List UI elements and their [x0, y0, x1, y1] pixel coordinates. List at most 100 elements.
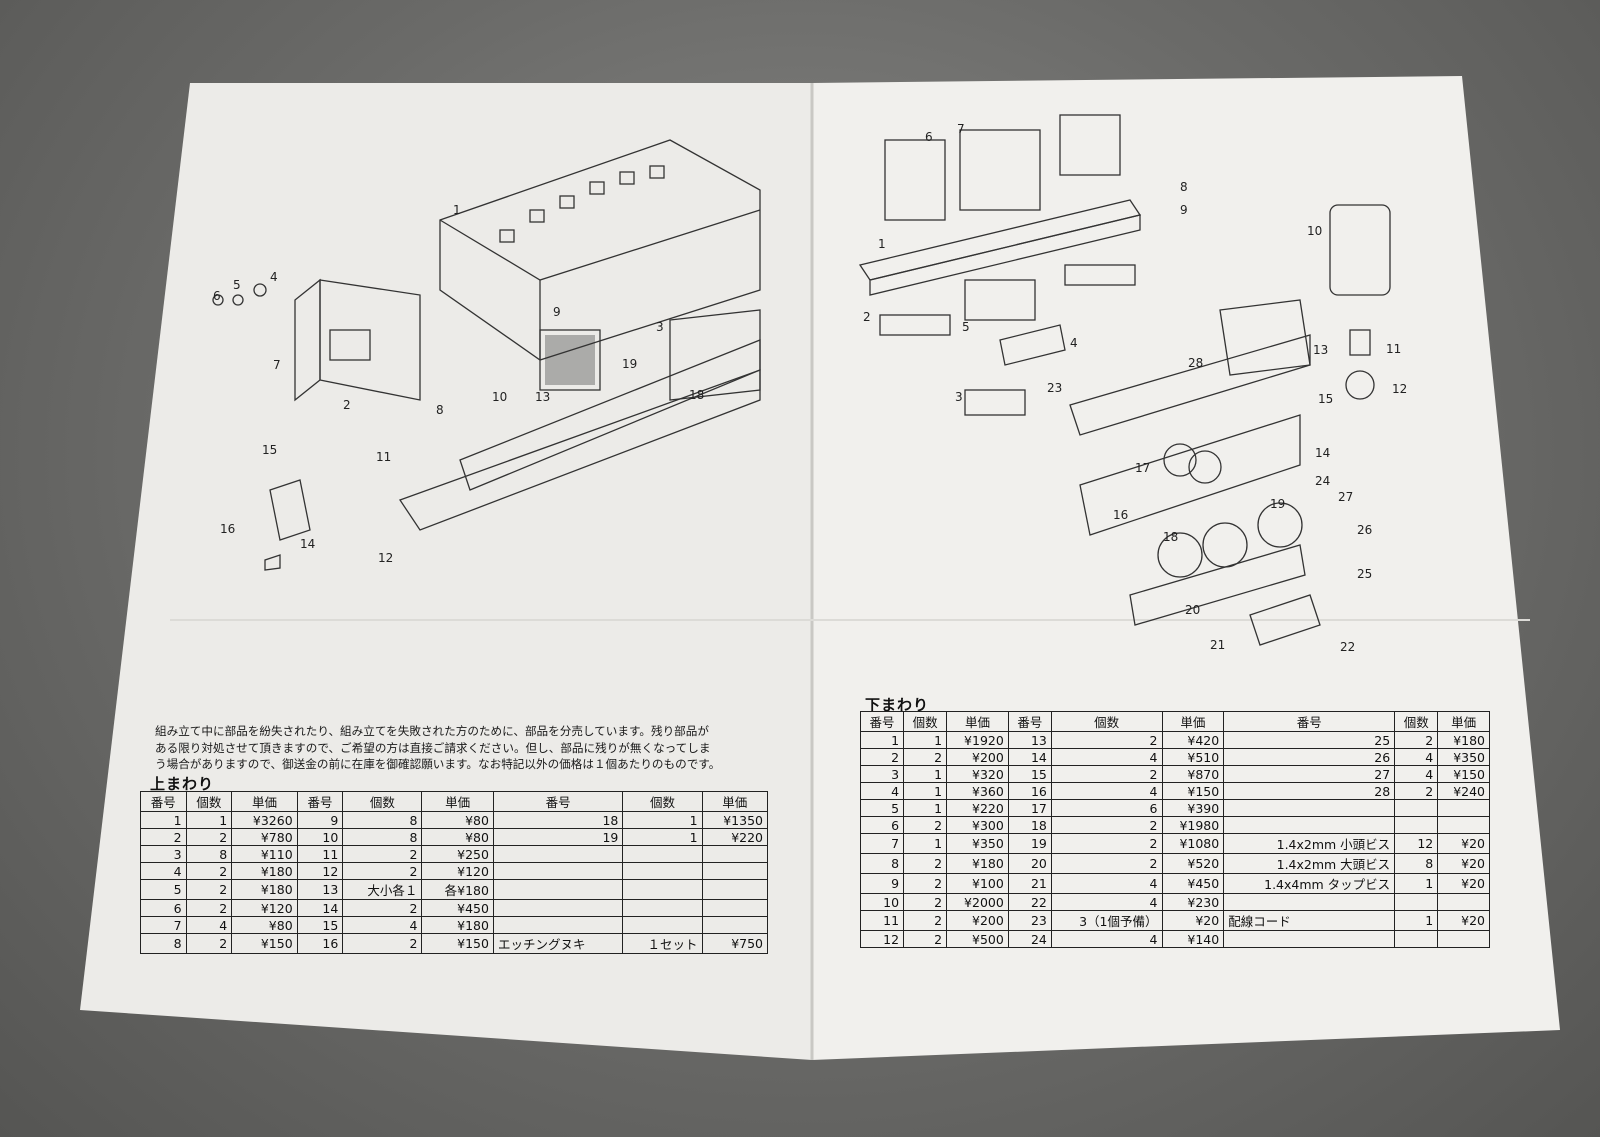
table-cell: 25	[1223, 731, 1396, 749]
table-cell: 18	[1007, 816, 1052, 834]
table-cell: 2	[185, 879, 233, 900]
table-header-row: 番号個数単価番号個数単価番号個数単価	[859, 711, 1490, 732]
table-cell: ¥500	[946, 930, 1009, 948]
callout-lower-19: 19	[1270, 497, 1286, 511]
table-cell: 8	[185, 845, 233, 863]
callout-lower-7: 7	[957, 122, 965, 136]
table-cell	[1437, 930, 1490, 948]
table-cell: 2	[140, 828, 187, 846]
table-cell: 15	[1007, 765, 1052, 783]
table-cell: 1	[903, 833, 948, 854]
intro-paragraph: 組み立て中に部品を紛失されたり、組み立てを失敗された方のために、部品を分売してい…	[155, 723, 755, 773]
table-cell: ¥320	[946, 765, 1009, 783]
table-cell: 1	[1394, 873, 1439, 894]
table-cell: 1	[903, 765, 948, 783]
table-cell: 1	[140, 811, 187, 829]
callout-lower-12: 12	[1392, 382, 1408, 396]
column-header: 個数	[1394, 711, 1439, 732]
callout-upper-7: 7	[273, 358, 281, 372]
table-cell: 1.4x4mm タップビス	[1223, 873, 1396, 894]
table-cell: ¥360	[946, 782, 1009, 800]
table-cell: 1	[622, 811, 703, 829]
table-cell: 1	[622, 828, 703, 846]
callout-lower-13: 13	[1313, 343, 1329, 357]
table-cell: 8	[1394, 853, 1439, 874]
callout-upper-9: 9	[553, 305, 561, 319]
table-cell: 23	[1007, 910, 1052, 931]
table-cell	[1394, 816, 1439, 834]
table-cell: 2	[342, 862, 423, 880]
callout-lower-8: 8	[1180, 180, 1188, 194]
table-cell: ¥80	[421, 828, 494, 846]
callout-upper-10: 10	[492, 390, 508, 404]
table-cell: 8	[342, 811, 423, 829]
table-cell: 19	[1007, 833, 1052, 854]
table-cell: ¥180	[421, 916, 494, 934]
table-cell: 6	[140, 899, 187, 917]
table-cell: 4	[1050, 748, 1163, 766]
column-header: 番号	[1223, 711, 1396, 732]
table-cell	[701, 899, 769, 917]
callout-lower-14: 14	[1315, 446, 1331, 460]
table-cell: ¥240	[1437, 782, 1490, 800]
table-cell: 4	[1050, 930, 1163, 948]
table-cell: 2	[1050, 816, 1163, 834]
callout-upper-11: 11	[376, 450, 392, 464]
callout-upper-1: 1	[453, 203, 461, 217]
callout-lower-4: 4	[1070, 336, 1078, 350]
table-cell: 5	[140, 879, 187, 900]
callout-lower-24: 24	[1315, 474, 1331, 488]
table-cell: ¥20	[1437, 873, 1490, 894]
table-cell: 6	[1050, 799, 1163, 817]
callout-upper-4: 4	[270, 270, 278, 284]
callout-upper-19: 19	[622, 357, 638, 371]
table-cell	[492, 845, 624, 863]
table-cell: 2	[1050, 833, 1163, 854]
callout-lower-1: 1	[878, 237, 886, 251]
table-cell: 9	[859, 873, 905, 894]
table-cell: 16	[1007, 782, 1052, 800]
callout-lower-15: 15	[1318, 392, 1334, 406]
table-cell	[622, 862, 703, 880]
intro-line-1: 組み立て中に部品を紛失されたり、組み立てを失敗された方のために、部品を分売してい…	[155, 724, 709, 738]
table-cell: ¥390	[1161, 799, 1225, 817]
table-header-row: 番号個数単価番号個数単価番号個数単価	[140, 791, 769, 812]
table-cell: 2	[342, 933, 423, 954]
table-cell: 8	[140, 933, 187, 954]
table-cell: ¥180	[946, 853, 1009, 874]
table-cell: ¥250	[421, 845, 494, 863]
table-cell: ¥230	[1161, 893, 1225, 911]
callout-upper-8: 8	[436, 403, 444, 417]
table-cell: 2	[342, 845, 423, 863]
table-cell: ¥150	[421, 933, 494, 954]
table-cell: ¥520	[1161, 853, 1225, 874]
table-cell: 3（1個予備）	[1050, 910, 1163, 931]
table-cell	[492, 862, 624, 880]
table-cell: ¥450	[421, 899, 494, 917]
callout-lower-10: 10	[1307, 224, 1323, 238]
column-header: 番号	[140, 791, 187, 812]
table-cell	[1437, 893, 1490, 911]
table-cell	[701, 916, 769, 934]
table-cell: ¥150	[231, 933, 298, 954]
table-cell: 8	[342, 828, 423, 846]
table-cell: 8	[859, 853, 905, 874]
table-cell: 1	[903, 731, 948, 749]
callout-upper-12: 12	[378, 551, 394, 565]
column-header: 単価	[421, 791, 494, 812]
table-cell	[622, 879, 703, 900]
column-header: 番号	[1007, 711, 1052, 732]
table-cell: 17	[1007, 799, 1052, 817]
callout-lower-6: 6	[925, 130, 933, 144]
